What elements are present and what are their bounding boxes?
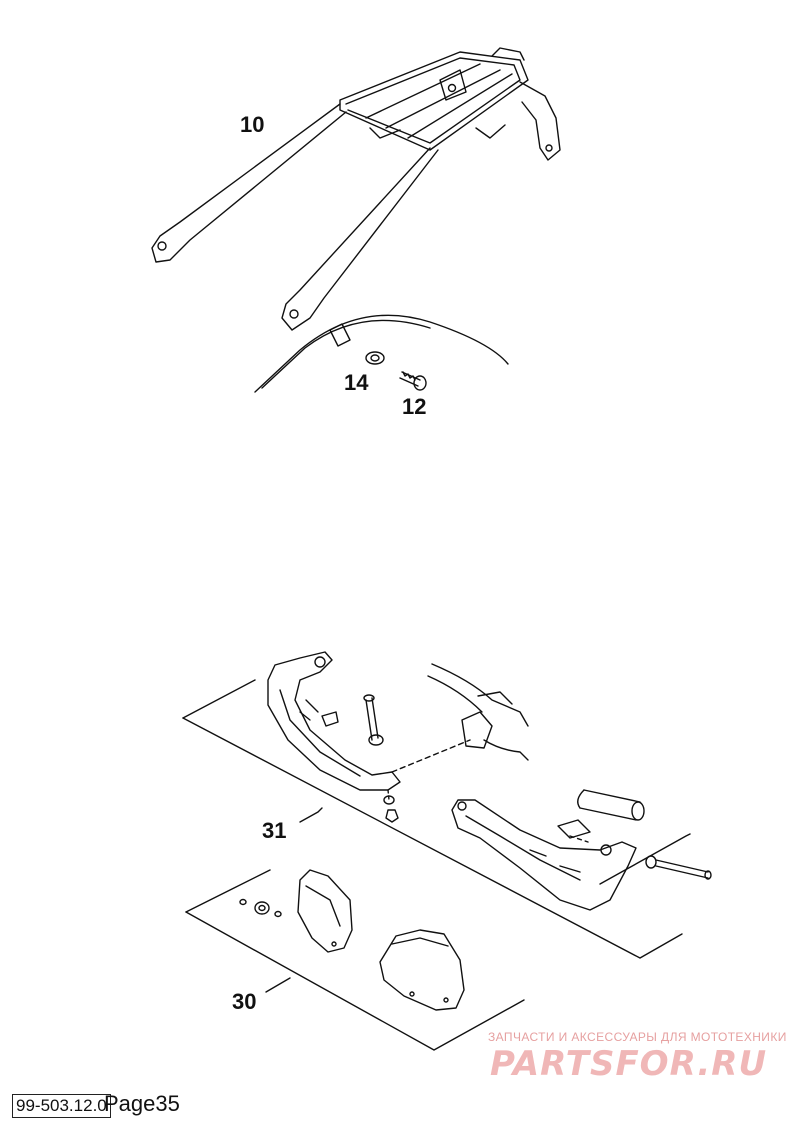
callout-10: 10 [240, 112, 265, 137]
watermark-tagline: ЗАПЧАСТИ И АКСЕССУАРЫ ДЛЯ МОТОТЕХНИКИ [488, 1030, 787, 1044]
handguard-set-part-31 [182, 651, 712, 959]
luggage-rack-part-10 [151, 47, 561, 393]
callout-30: 30 [232, 989, 257, 1014]
watermark-logo: PARTSFOR.RU [490, 1044, 768, 1084]
callout-31: 31 [262, 818, 287, 843]
callout-14: 14 [344, 370, 369, 395]
spoiler-set-part-30 [185, 869, 525, 1051]
page-number: Page35 [104, 1091, 180, 1116]
callout-12: 12 [402, 394, 427, 419]
drawing-code: 99-503.12.0 [12, 1094, 111, 1118]
